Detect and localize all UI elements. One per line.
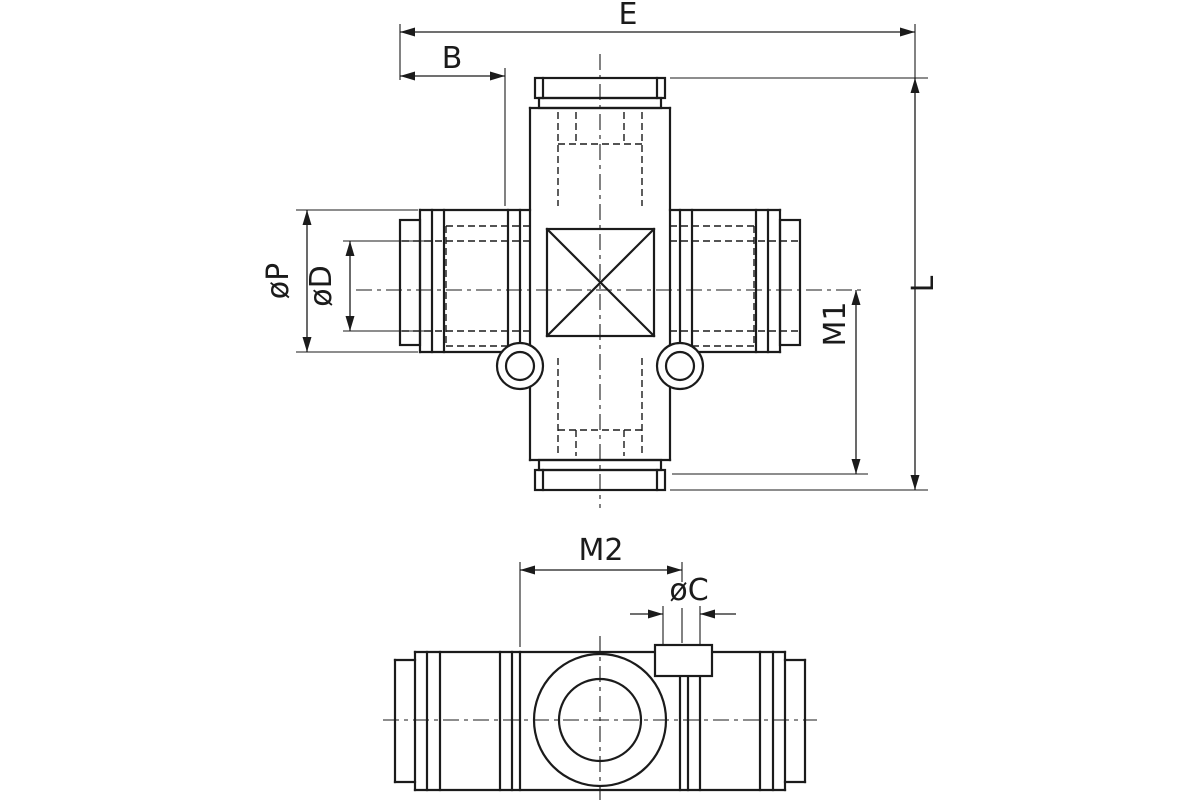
dimension-e: E <box>399 0 916 80</box>
release-button-left-inner <box>504 350 536 382</box>
dimension-p: øP <box>261 209 418 353</box>
dim-label-e: E <box>619 0 638 32</box>
dim-label-d: øD <box>304 265 339 306</box>
front-view: E B øP øD M1 <box>261 0 941 508</box>
dimension-d: øD <box>304 240 426 332</box>
dimension-m2: M2 <box>519 533 683 647</box>
side-view: M2 øC <box>383 533 817 800</box>
dim-label-c: øC <box>669 573 708 608</box>
dimension-b: B <box>400 41 506 206</box>
dim-label-m2: M2 <box>579 533 624 568</box>
hidden-bore-lines <box>402 112 798 456</box>
dim-label-m1: M1 <box>818 302 853 347</box>
dimension-l: L <box>670 77 941 491</box>
dim-label-p: øP <box>261 263 296 299</box>
dimension-c: øC <box>630 573 736 646</box>
release-button-right-inner <box>664 350 696 382</box>
hatched-hole-section <box>653 643 714 678</box>
right-cap <box>778 218 802 347</box>
dimension-m1: M1 <box>672 290 868 475</box>
section-hatch-block <box>653 643 714 678</box>
bottom-cap <box>533 468 667 492</box>
centerlines-side <box>383 636 817 800</box>
centerlines-front <box>356 54 866 508</box>
dim-label-b: B <box>442 41 463 76</box>
left-cap <box>398 218 422 347</box>
release-buttons <box>495 341 705 391</box>
dim-label-l: L <box>906 275 941 292</box>
